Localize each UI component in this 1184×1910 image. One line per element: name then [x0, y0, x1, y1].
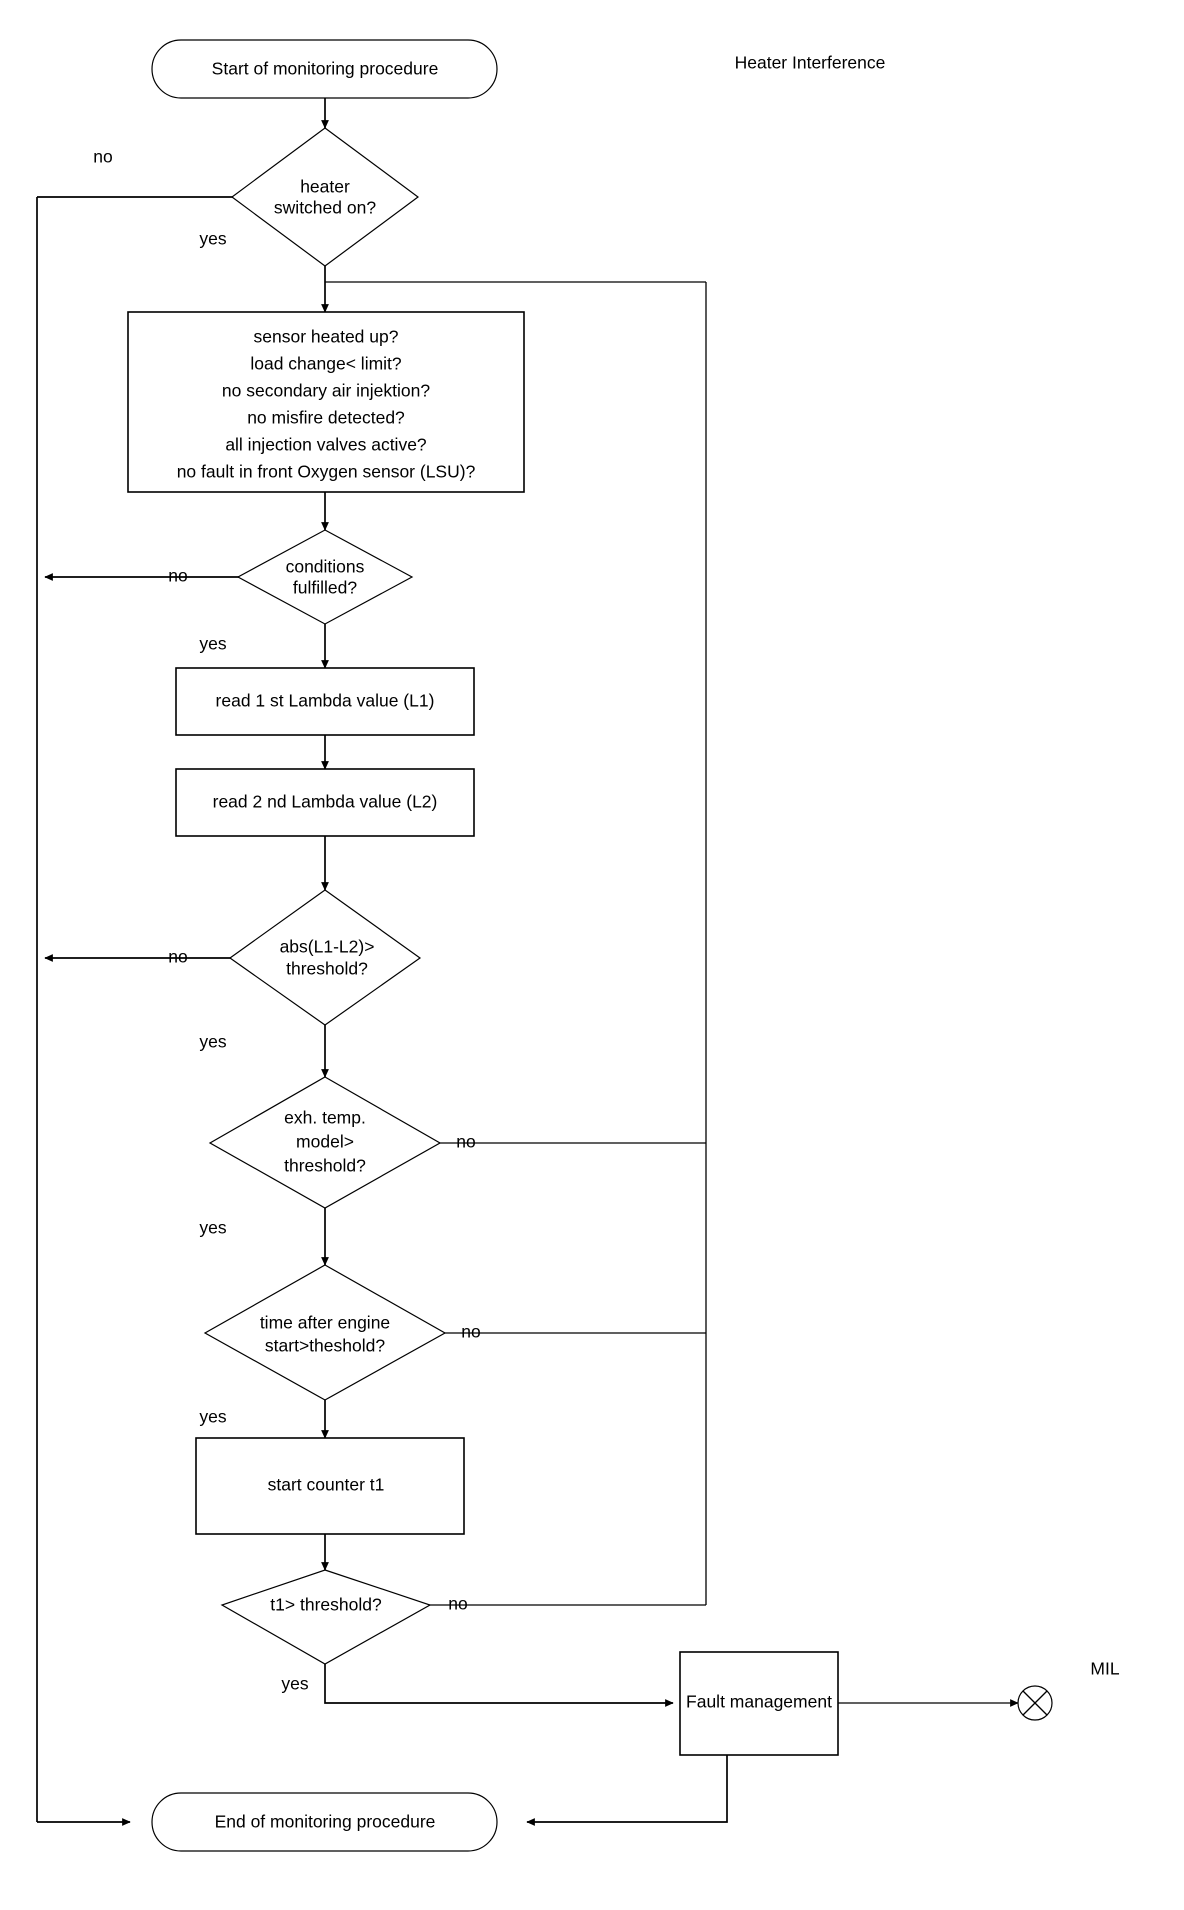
node-fault-management[interactable]: Fault management — [679, 1651, 839, 1756]
edge-label-time-no: no — [461, 1322, 480, 1342]
node-mil-label: MIL — [1090, 1659, 1119, 1679]
node-read-l1-label: read 1 st Lambda value (L1) — [216, 691, 435, 711]
edge-label-cond-no: no — [168, 566, 187, 586]
node-end-label: End of monitoring procedure — [215, 1812, 436, 1832]
node-cond-line-2: fulfilled? — [293, 578, 357, 598]
node-heater-line-1: heater — [300, 177, 350, 197]
node-heater-line-2: switched on? — [274, 198, 376, 218]
node-conditions-box[interactable]: sensor heated up? load change< limit? no… — [127, 311, 525, 493]
node-mil-lamp[interactable] — [1017, 1685, 1053, 1721]
node-conditions-fulfilled[interactable]: conditions fulfilled? — [236, 529, 414, 625]
node-read-lambda-2[interactable]: read 2 nd Lambda value (L2) — [175, 768, 475, 837]
edge-label-heater-yes: yes — [199, 229, 226, 249]
edge-label-time-yes: yes — [199, 1407, 226, 1427]
edge-label-t1-yes: yes — [281, 1674, 308, 1694]
node-conditions-line-1: sensor heated up? — [254, 327, 399, 347]
node-conditions-line-5: all injection valves active? — [225, 435, 427, 455]
node-conditions-line-6: no fault in front Oxygen sensor (LSU)? — [177, 462, 476, 482]
node-time-line-2: start>theshold? — [265, 1336, 385, 1356]
node-exh-line-3: threshold? — [284, 1156, 366, 1176]
edge-fault-to-end — [526, 1755, 728, 1826]
diagram-title: Heater Interference — [735, 53, 886, 73]
node-exh-line-2: model> — [296, 1132, 354, 1152]
right-return-bus — [325, 281, 707, 1605]
node-conditions-line-4: no misfire detected? — [247, 408, 405, 428]
left-return-bus — [36, 197, 131, 1826]
node-t1-label: t1> threshold? — [270, 1595, 382, 1615]
edge-label-exh-yes: yes — [199, 1218, 226, 1238]
node-abs-line-2: threshold? — [286, 959, 368, 979]
node-t1-threshold[interactable]: t1> threshold? — [220, 1569, 432, 1665]
node-read-lambda-1[interactable]: read 1 st Lambda value (L1) — [175, 667, 475, 736]
node-read-l2-label: read 2 nd Lambda value (L2) — [213, 792, 438, 812]
node-abs-line-1: abs(L1-L2)> — [280, 937, 375, 957]
node-exh-temp-model[interactable]: exh. temp. model> threshold? — [208, 1076, 442, 1209]
node-start[interactable]: Start of monitoring procedure — [151, 39, 498, 99]
node-start-label: Start of monitoring procedure — [212, 59, 439, 79]
node-exh-line-1: exh. temp. — [284, 1108, 366, 1128]
node-abs-diff-threshold[interactable]: abs(L1-L2)> threshold? — [228, 889, 422, 1026]
node-time-after-engine-start[interactable]: time after engine start>theshold? — [203, 1264, 447, 1401]
edge-label-t1-no: no — [448, 1594, 467, 1614]
node-cond-line-1: conditions — [286, 557, 365, 577]
edge-t1-yes — [324, 1664, 674, 1707]
node-heater-switched-on[interactable]: heater switched on? — [230, 127, 420, 267]
edge-label-heater-no: no — [93, 147, 112, 167]
node-conditions-line-3: no secondary air injektion? — [222, 381, 430, 401]
node-conditions-line-2: load change< limit? — [250, 354, 402, 374]
node-start-counter[interactable]: start counter t1 — [195, 1437, 465, 1535]
edge-label-cond-yes: yes — [199, 634, 226, 654]
edge-label-exh-no: no — [456, 1132, 475, 1152]
node-end[interactable]: End of monitoring procedure — [151, 1792, 498, 1852]
node-counter-label: start counter t1 — [268, 1475, 385, 1495]
edge-label-abs-no: no — [168, 947, 187, 967]
node-fault-management-label: Fault management — [686, 1692, 832, 1712]
edge-label-abs-yes: yes — [199, 1032, 226, 1052]
node-time-line-1: time after engine — [260, 1313, 390, 1333]
